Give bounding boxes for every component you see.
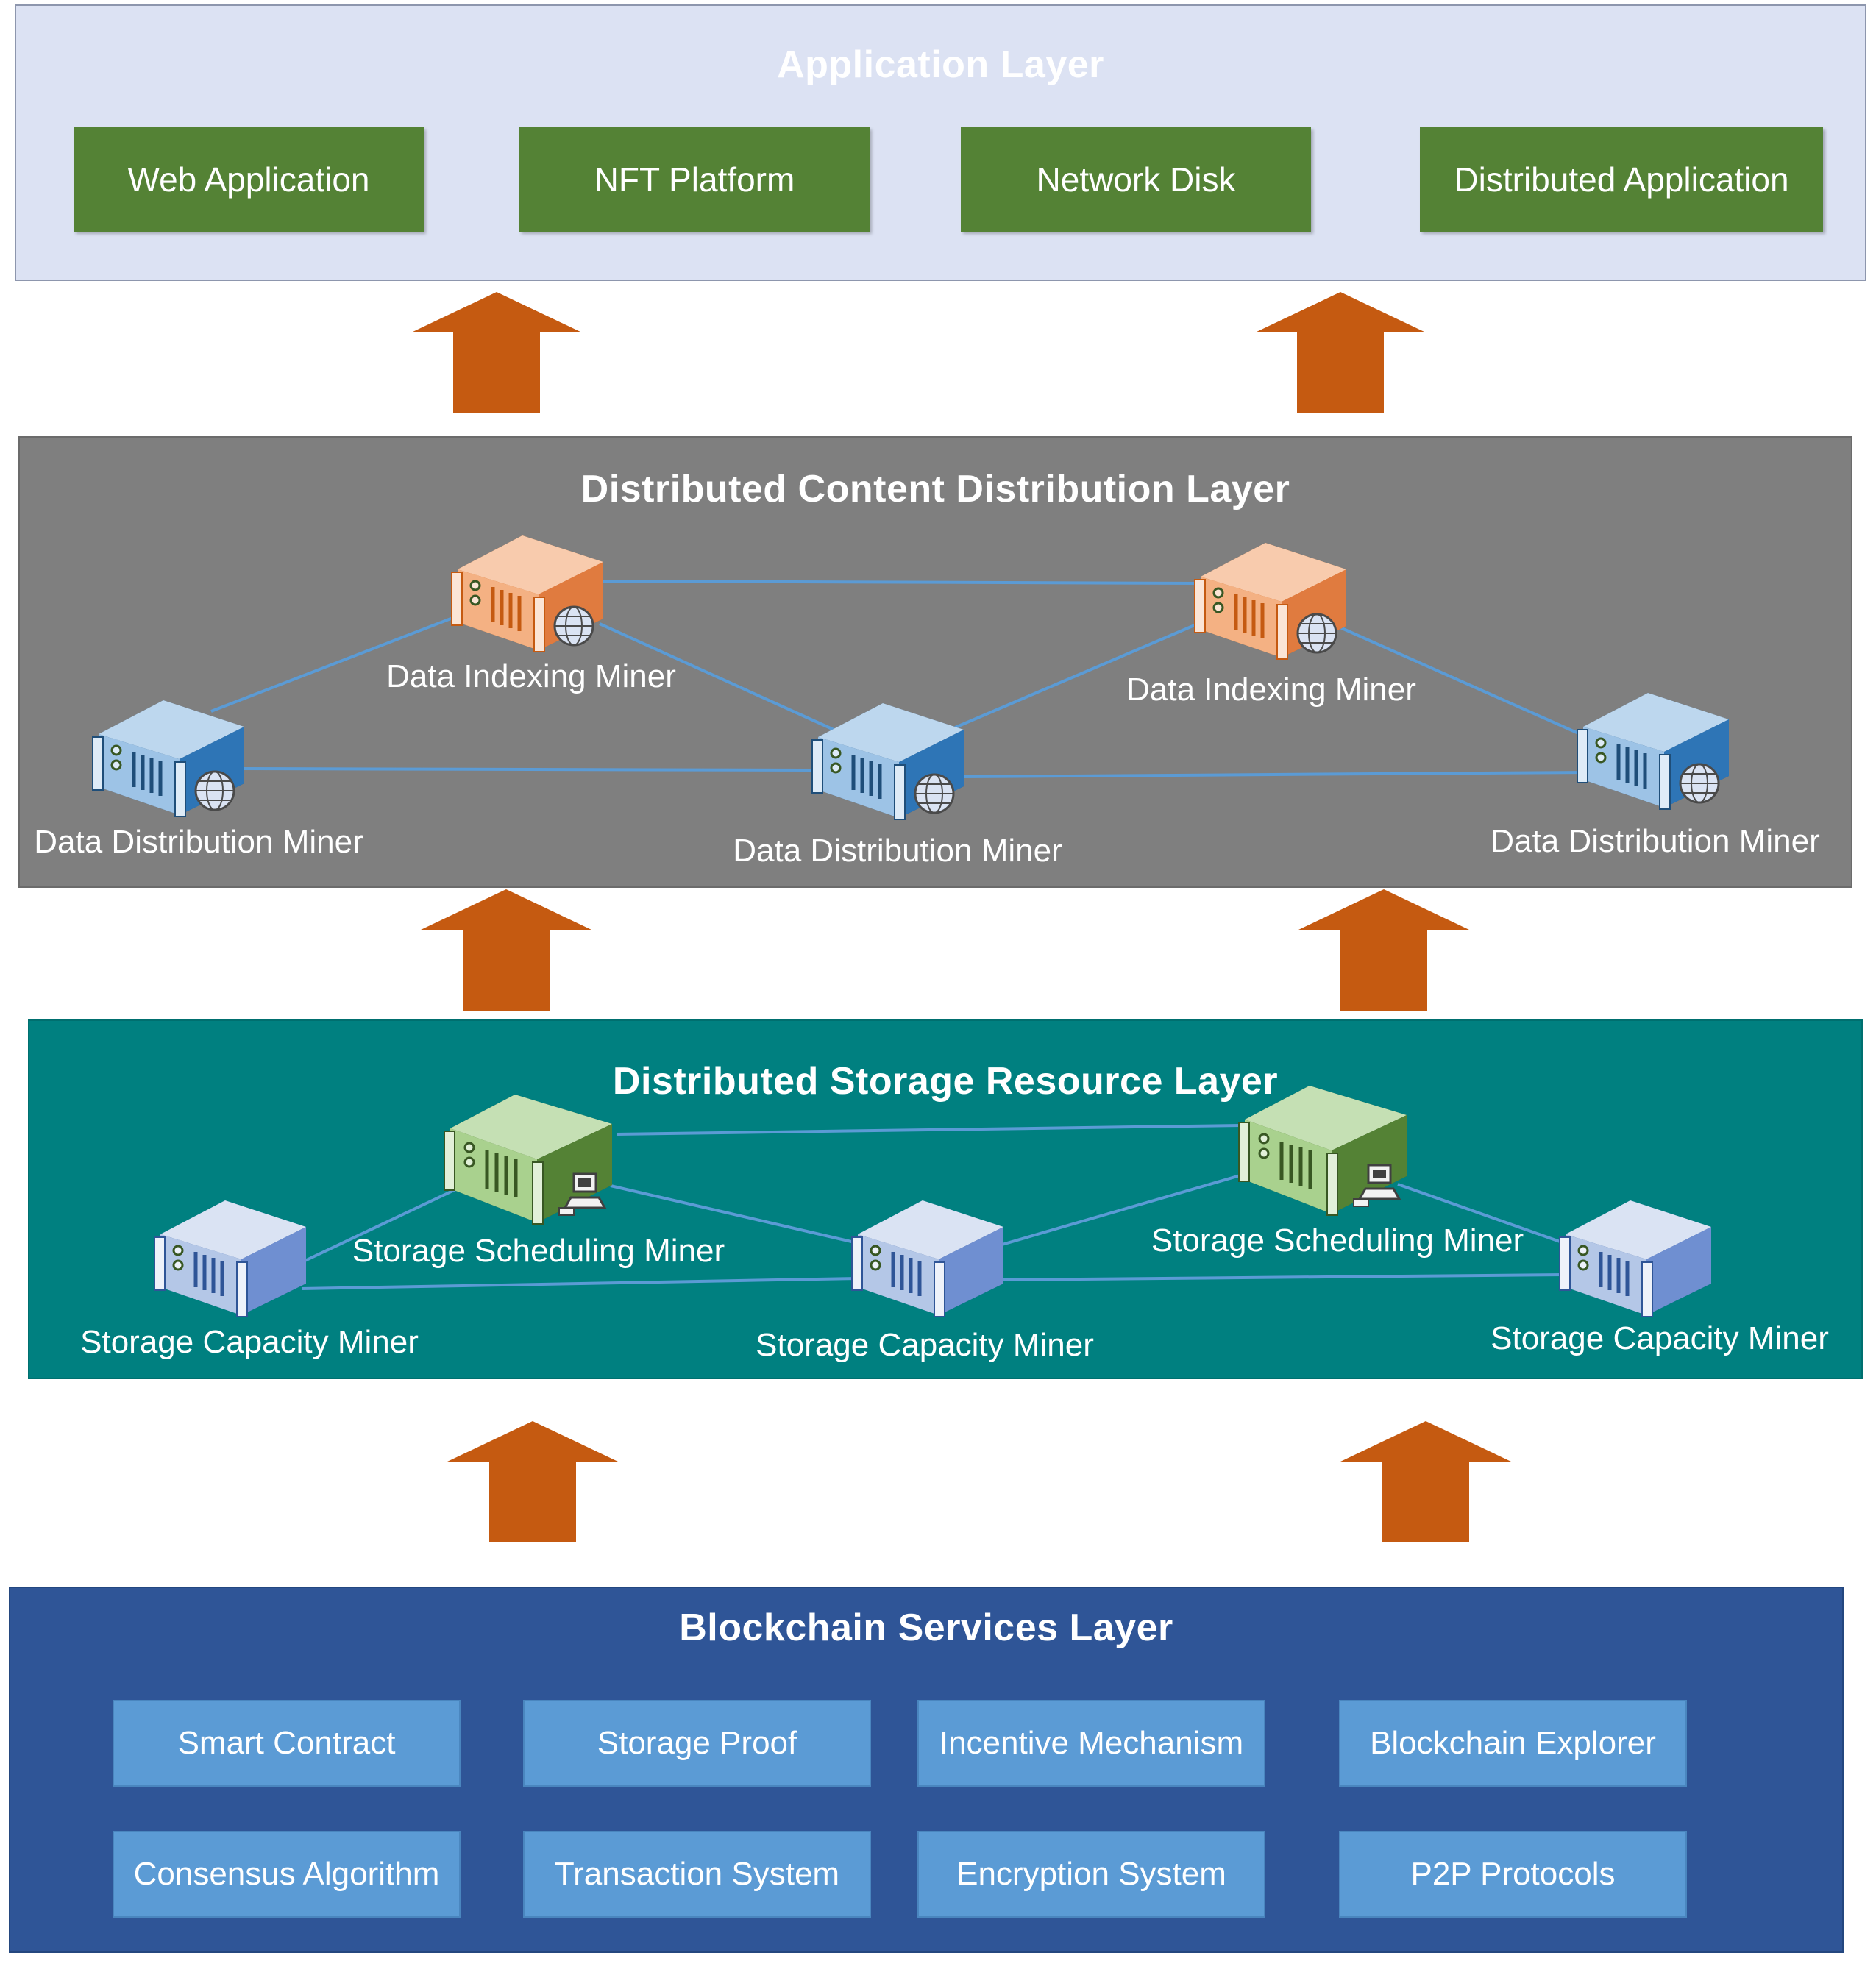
globe-icon xyxy=(914,773,955,814)
server-icon xyxy=(811,703,964,820)
globe-icon xyxy=(1679,763,1720,804)
node-label-data-distribution-miner: Data Distribution Miner xyxy=(34,824,363,860)
service-consensus-algorithm: Consensus Algorithm xyxy=(113,1831,461,1918)
server-icon xyxy=(92,700,244,817)
server-icon xyxy=(154,1200,306,1317)
app-box-nft-platform: NFT Platform xyxy=(519,127,870,232)
up-arrow-icon xyxy=(421,889,591,1011)
globe-icon xyxy=(1296,613,1337,654)
blockchain-services-layer: Blockchain Services Layer Smart Contract… xyxy=(9,1587,1844,1953)
node-label-data-distribution-miner: Data Distribution Miner xyxy=(1491,823,1820,859)
globe-icon xyxy=(194,770,235,811)
server-icon xyxy=(451,535,603,652)
service-p2p-protocols: P2P Protocols xyxy=(1339,1831,1687,1918)
node-label-storage-scheduling-miner: Storage Scheduling Miner xyxy=(352,1233,725,1269)
application-layer-title: Application Layer xyxy=(777,43,1104,86)
service-blockchain-explorer: Blockchain Explorer xyxy=(1339,1700,1687,1787)
service-incentive-mechanism: Incentive Mechanism xyxy=(917,1700,1265,1787)
application-layer: Application Layer Web Application NFT Pl… xyxy=(15,4,1866,281)
node-label-storage-capacity-miner: Storage Capacity Miner xyxy=(1491,1320,1829,1356)
computer-icon xyxy=(558,1172,607,1216)
content-layer-title: Distributed Content Distribution Layer xyxy=(580,468,1290,510)
blockchain-layer-title: Blockchain Services Layer xyxy=(679,1606,1173,1649)
app-box-network-disk: Network Disk xyxy=(961,127,1311,232)
up-arrow-icon xyxy=(1340,1421,1511,1542)
globe-icon xyxy=(553,605,594,647)
server-icon xyxy=(851,1200,1003,1317)
service-storage-proof: Storage Proof xyxy=(523,1700,871,1787)
up-arrow-icon xyxy=(1298,889,1469,1011)
up-arrow-icon xyxy=(411,292,582,413)
server-icon xyxy=(1238,1086,1407,1216)
node-label-storage-capacity-miner: Storage Capacity Miner xyxy=(80,1324,419,1360)
computer-icon xyxy=(1353,1164,1401,1207)
node-label-storage-capacity-miner: Storage Capacity Miner xyxy=(756,1327,1094,1363)
service-smart-contract: Smart Contract xyxy=(113,1700,461,1787)
up-arrow-icon xyxy=(1255,292,1426,413)
app-box-web-application: Web Application xyxy=(74,127,424,232)
server-icon xyxy=(1194,543,1346,660)
server-icon xyxy=(444,1095,612,1225)
storage-resource-layer: Distributed Storage Resource Layer xyxy=(28,1019,1863,1379)
storage-layer-title: Distributed Storage Resource Layer xyxy=(612,1060,1279,1103)
service-transaction-system: Transaction System xyxy=(523,1831,871,1918)
service-encryption-system: Encryption System xyxy=(917,1831,1265,1918)
server-icon xyxy=(1559,1200,1711,1317)
server-icon xyxy=(1577,693,1729,810)
up-arrow-icon xyxy=(447,1421,618,1542)
node-label-storage-scheduling-miner: Storage Scheduling Miner xyxy=(1151,1222,1524,1259)
app-box-distributed-application: Distributed Application xyxy=(1420,127,1823,232)
node-label-data-indexing-miner: Data Indexing Miner xyxy=(1126,672,1416,708)
node-label-data-indexing-miner: Data Indexing Miner xyxy=(386,658,676,694)
node-label-data-distribution-miner: Data Distribution Miner xyxy=(733,833,1062,869)
